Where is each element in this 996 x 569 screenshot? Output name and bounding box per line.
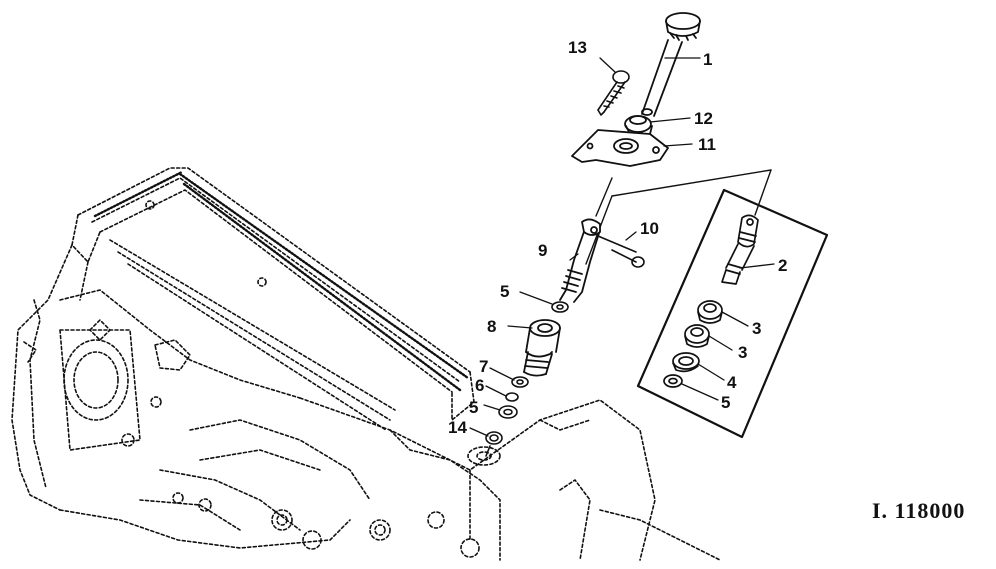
callout-8: 8	[487, 317, 496, 336]
callout-9: 9	[538, 241, 547, 260]
screw-part	[597, 70, 630, 116]
bracket-part	[571, 129, 669, 167]
washer-upper-part	[551, 301, 569, 313]
callout-leaders	[469, 57, 775, 437]
callout-13: 13	[568, 38, 587, 57]
callout-3b: 3	[738, 343, 747, 362]
callout-14: 14	[448, 418, 467, 437]
callout-3a: 3	[752, 319, 761, 338]
callout-1: 1	[703, 50, 712, 69]
callout-12: 12	[694, 109, 713, 128]
tube-fitting-part	[559, 218, 601, 303]
figure-id: I. 118000	[872, 498, 966, 523]
washer-stack-part	[485, 376, 529, 457]
callout-6: 6	[475, 376, 484, 395]
callout-10: 10	[640, 219, 659, 238]
callout-11: 11	[698, 135, 716, 154]
callout-5-upper: 5	[500, 282, 509, 301]
engine-block-outline	[11, 167, 721, 561]
callout-5-inset: 5	[721, 393, 730, 412]
callout-5-lower: 5	[469, 398, 478, 417]
cover-ridge-hatching	[93, 170, 470, 392]
callout-labels: 1 2 3 3 4 5 5 5 6 7 8 9 10 11 12 13 14	[448, 38, 787, 437]
callout-2: 2	[778, 256, 787, 275]
callout-7: 7	[479, 357, 488, 376]
callout-4: 4	[727, 373, 737, 392]
dipstick-handle	[641, 12, 701, 117]
detail-inset	[636, 188, 829, 439]
cotter-pin-part	[597, 235, 645, 268]
